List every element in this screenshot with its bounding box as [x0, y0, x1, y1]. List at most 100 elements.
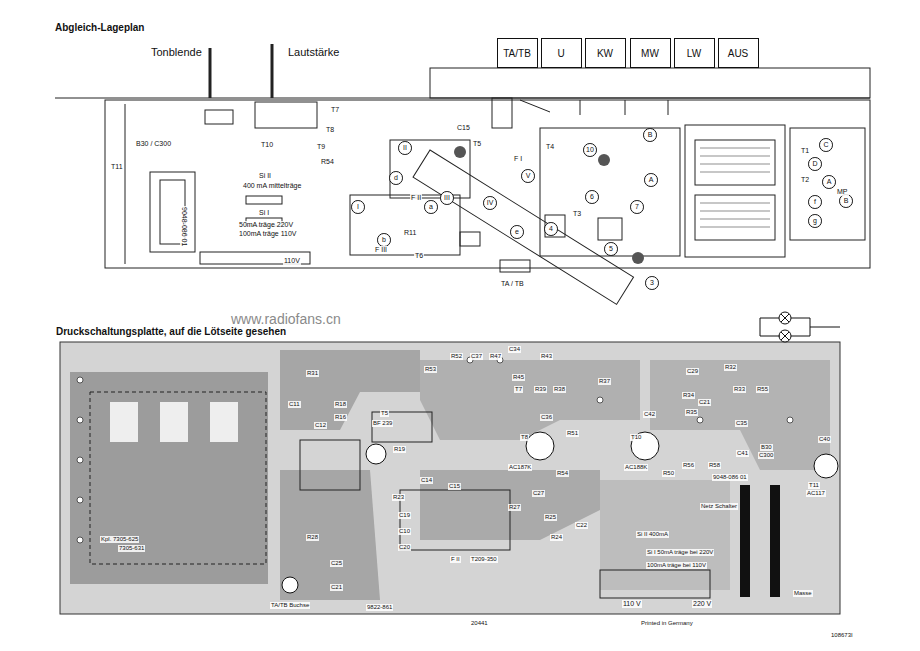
part-label: T3 [572, 210, 582, 218]
part-label: C15 [456, 124, 471, 132]
node-text: AUS [728, 48, 749, 59]
part-label: C40 [818, 436, 831, 443]
node-text: V [526, 172, 531, 180]
part-label: AC187K [508, 464, 532, 471]
part-label: Masse [793, 590, 813, 597]
part-label: 108673I [830, 632, 854, 639]
part-label: 9048-086 01 [712, 474, 748, 481]
pcb-board [60, 312, 840, 614]
node-text: KW [597, 48, 613, 59]
part-label: C14 [420, 477, 433, 484]
part-label: C15 [448, 483, 461, 490]
part-label: R56 [682, 462, 695, 469]
alignment-point: e [510, 225, 524, 239]
alignment-point: B [839, 194, 853, 208]
part-label: T209-350 [470, 556, 498, 563]
part-label: F III [374, 246, 388, 254]
part-label: MP [836, 188, 849, 196]
part-label: 9822-861 [366, 604, 393, 611]
node-text: I [357, 203, 359, 211]
part-label: Kpl. 7305-625 [100, 536, 139, 543]
node-text: II [403, 144, 407, 152]
node-text: e [515, 228, 519, 236]
part-label: Si II 400mA [636, 531, 669, 538]
part-label: T8 [325, 126, 335, 134]
part-label: R52 [450, 353, 463, 360]
part-label: C12 [314, 422, 327, 429]
diagram-title: Abgleich-Lageplan [55, 22, 144, 33]
heading-label: Tonblende [150, 46, 203, 58]
node-text: b [382, 236, 386, 244]
part-label: Printed in Germany [640, 620, 694, 627]
part-label: R16 [334, 414, 347, 421]
part-label: Si I 50mA träge bei 220V [646, 549, 714, 556]
part-label: C35 [735, 420, 748, 427]
alignment-point: IV [483, 196, 497, 210]
part-label: T11 [110, 163, 124, 171]
part-label: 100mA träge 110V [238, 230, 297, 238]
node-text: III [444, 194, 450, 202]
alignment-point: III [440, 191, 454, 205]
node-text: 6 [590, 193, 594, 201]
alignment-point: a [424, 200, 438, 214]
push-button-box: AUS [718, 38, 759, 68]
part-label: C300 [758, 452, 774, 459]
part-label: 20441 [470, 620, 489, 627]
part-label: T10 [260, 141, 274, 149]
part-label: T2 [800, 176, 810, 184]
node-text: LW [687, 48, 701, 59]
part-label: C41 [736, 450, 749, 457]
part-label: R24 [550, 534, 563, 541]
node-text: 7 [635, 203, 639, 211]
part-label: 400 mA mittelträge [242, 182, 302, 190]
part-label: R53 [424, 366, 437, 373]
node-text: 3 [650, 279, 654, 287]
part-label: C20 [398, 544, 411, 551]
part-label: C21 [698, 399, 711, 406]
alignment-point: A [644, 173, 658, 187]
push-button-box: KW [585, 38, 626, 68]
part-label: R58 [708, 462, 721, 469]
part-label: R50 [662, 470, 675, 477]
part-label: T8 [520, 434, 529, 441]
alignment-point: D [808, 157, 822, 171]
part-label: AC188K [624, 464, 648, 471]
part-label: T11 [808, 482, 820, 489]
node-text: B [648, 131, 653, 139]
alignment-point: B [643, 128, 657, 142]
part-label: R19 [393, 446, 406, 453]
part-label: R31 [306, 370, 319, 377]
node-text: A [649, 176, 654, 184]
alignment-point: C [819, 138, 833, 152]
part-label: C22 [575, 522, 588, 529]
node-text: 4 [549, 225, 553, 233]
part-label: Si I [258, 209, 270, 217]
part-label: C10 [398, 528, 411, 535]
part-label: F I [513, 155, 523, 163]
heading-label: Druckschaltungsplatte, auf die Lötseite … [55, 326, 287, 337]
node-text: D [812, 160, 817, 168]
part-label: B30 / C300 [135, 140, 172, 148]
part-label: Netz Schalter [700, 503, 738, 510]
part-label: C42 [643, 411, 656, 418]
alignment-point: b [377, 233, 391, 247]
part-label: T5 [472, 140, 482, 148]
node-text: U [557, 48, 564, 59]
part-label: C11 [288, 401, 301, 408]
part-label: TA/TB Buchse [270, 602, 310, 609]
part-label: R37 [598, 378, 611, 385]
part-label: B30 [760, 444, 773, 451]
part-label: 110 V [622, 600, 642, 608]
part-label: R54 [320, 158, 335, 166]
part-label: T5 [380, 410, 389, 417]
alignment-point: d [389, 171, 403, 185]
part-label: C27 [532, 490, 545, 497]
part-label: F II [410, 194, 422, 202]
part-label: R33 [733, 386, 746, 393]
push-button-box: LW [674, 38, 715, 68]
part-label: T6 [414, 252, 424, 260]
node-text: g [813, 217, 817, 225]
alignment-point: V [521, 169, 535, 183]
alignment-point: I [351, 200, 365, 214]
part-label: R27 [508, 504, 521, 511]
